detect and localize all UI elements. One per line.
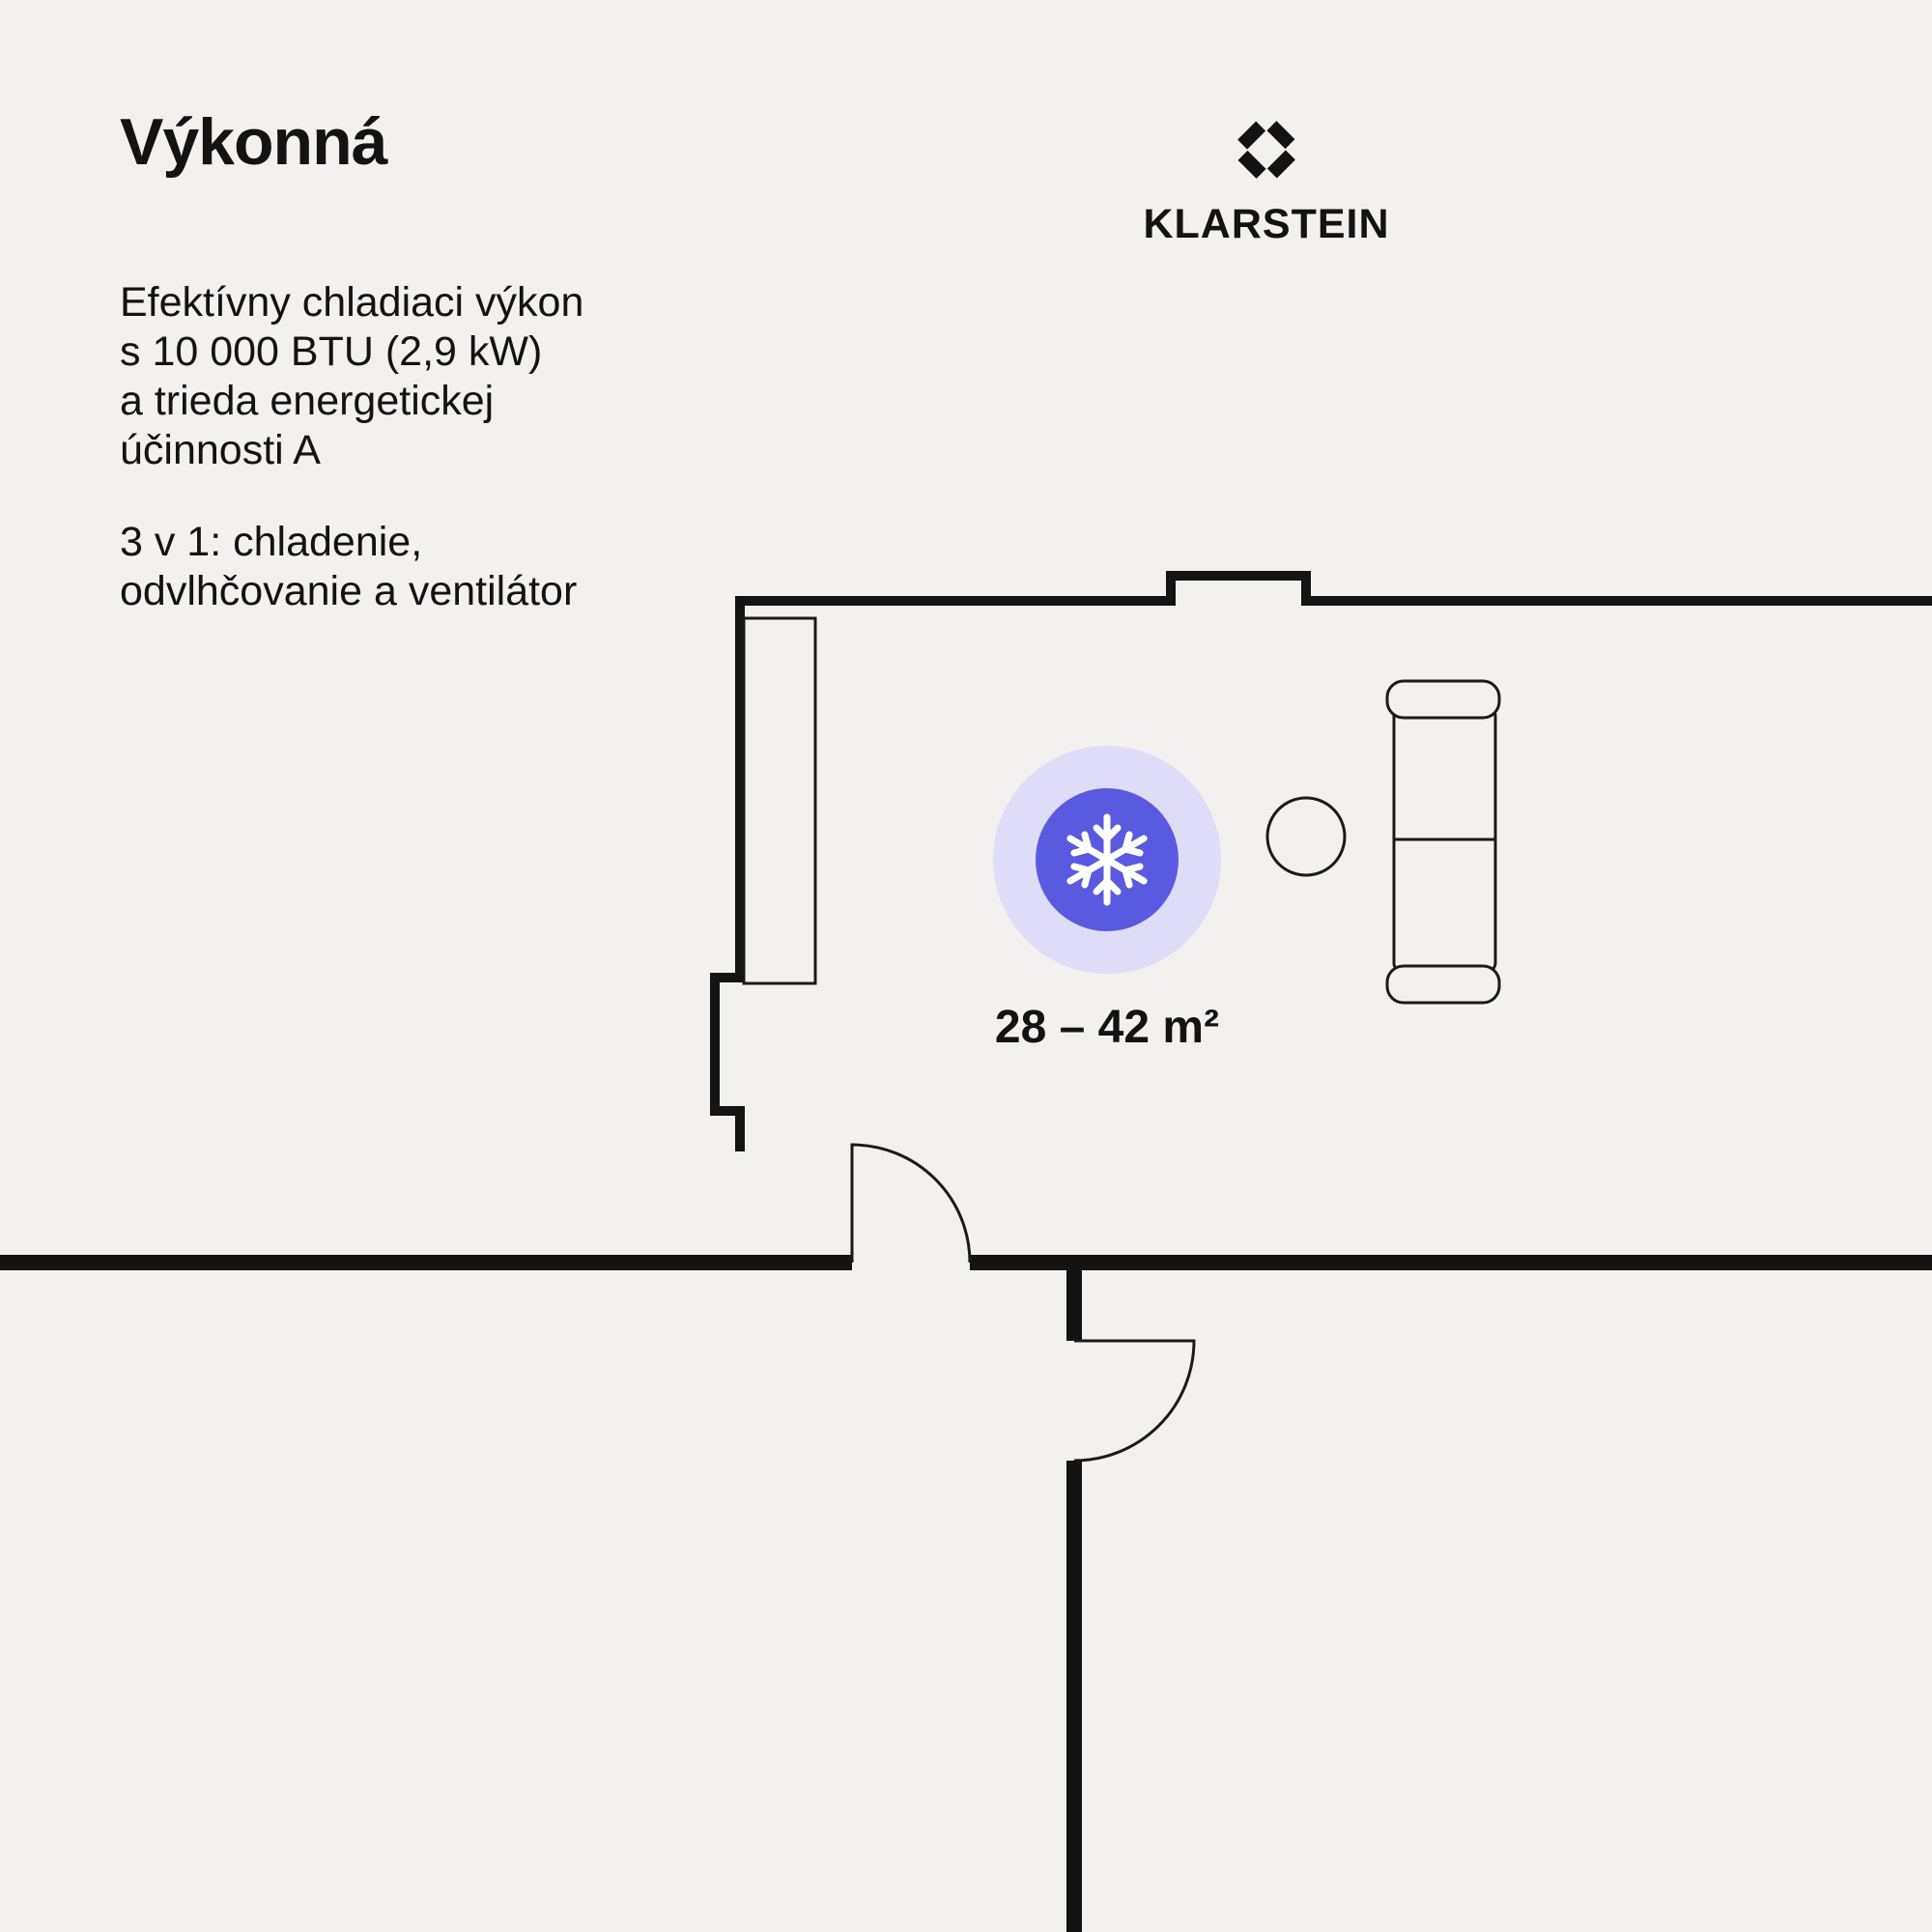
- snowflake-icon: [1066, 813, 1148, 906]
- door-bottom: [850, 1143, 972, 1264]
- window: [742, 616, 817, 985]
- copy-line: účinnosti A: [120, 427, 321, 473]
- brand-name: KLARSTEIN: [1143, 201, 1390, 247]
- three-in-one-copy: 3 v 1: chladenie, odvlhčovanie a ventilá…: [120, 518, 577, 616]
- cooling-power-copy: Efektívny chladiaci výkon s 10 000 BTU (…: [120, 278, 583, 475]
- side-table: [1265, 796, 1347, 877]
- brand-logo: KLARSTEIN: [1130, 112, 1403, 248]
- copy-line: Efektívny chladiaci výkon: [120, 279, 584, 326]
- area-label: 28 – 42 m²: [994, 1002, 1220, 1053]
- door-right: [1073, 1339, 1196, 1463]
- copy-line: 3 v 1: chladenie,: [120, 519, 423, 565]
- walls-top-left: [710, 571, 1932, 1151]
- page-title: Výkonná: [120, 105, 387, 179]
- copy-line: s 10 000 BTU (2,9 kW): [120, 328, 543, 375]
- sofa: [1385, 679, 1501, 1005]
- klarstein-diamond-icon: [1237, 121, 1295, 179]
- copy-line: a trieda energetickej: [120, 378, 495, 424]
- copy-line: odvlhčovanie a ventilátor: [120, 568, 578, 614]
